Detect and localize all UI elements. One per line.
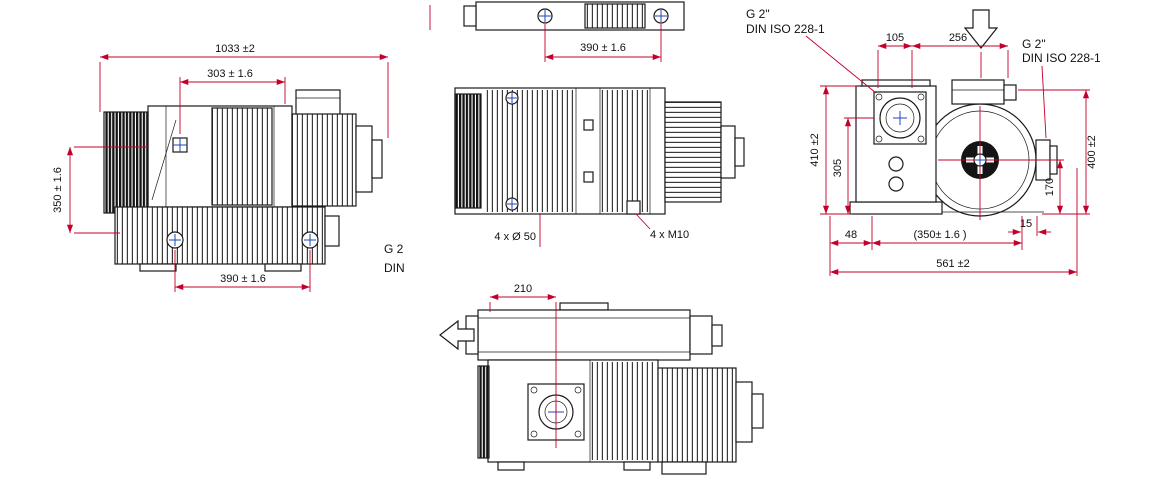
dim-105-label: 105 xyxy=(886,32,904,44)
rear-outline xyxy=(465,302,764,475)
dim-350-front: (350± 1.6 ) xyxy=(871,216,1023,250)
threads-label: 4 x M10 xyxy=(650,229,689,241)
dim-350: 350 ± 1.6 xyxy=(52,146,148,234)
view-top: 390 ± 1.6 4 x Ø 50 4 x M10 G 2 DIN xyxy=(384,1,745,275)
side-pump-outline xyxy=(103,89,383,272)
port-clipped-line2: DIN xyxy=(384,261,405,275)
dim-390-side-label: 390 ± 1.6 xyxy=(220,273,266,285)
dim-105: 105 xyxy=(877,32,913,88)
callout-port-left: G 2" DIN ISO 228-1 xyxy=(746,7,877,94)
view-rear-side: 210 xyxy=(439,283,764,475)
dim-350-label: 350 ± 1.6 xyxy=(52,167,64,213)
dim-561-label: 561 ±2 xyxy=(936,258,970,270)
dim-390-side: 390 ± 1.6 xyxy=(174,250,311,292)
flow-direction-arrow-left xyxy=(439,319,475,351)
callout-port-right-line1: G 2" xyxy=(1022,37,1046,51)
dim-400: 400 ±2 xyxy=(1018,89,1098,215)
dim-48-label: 48 xyxy=(845,229,857,241)
side-centermarks xyxy=(169,138,316,246)
dim-390-top: 390 ± 1.6 xyxy=(544,24,662,62)
callout-threads: 4 x M10 xyxy=(635,213,689,241)
dim-303-label: 303 ± 1.6 xyxy=(207,68,253,80)
dim-15: 15 xyxy=(1008,216,1051,236)
callout-port-left-line2: DIN ISO 228-1 xyxy=(746,22,825,36)
dim-350-front-label: (350± 1.6 ) xyxy=(913,229,966,241)
view-side-left: 1033 ±2 303 ± 1.6 350 ± 1.6 390 ± 1.6 xyxy=(52,43,389,292)
dim-1033: 1033 ±2 xyxy=(99,43,389,138)
front-outline xyxy=(849,79,1058,217)
callout-holes: 4 x Ø 50 xyxy=(494,214,541,247)
dim-170-label: 170 xyxy=(1044,178,1056,196)
view-front: G 2" DIN ISO 228-1 G 2" DIN ISO 228-1 10… xyxy=(746,7,1101,276)
callout-port-right: G 2" DIN ISO 228-1 xyxy=(1022,37,1101,139)
top-partial-strip xyxy=(463,1,685,31)
dim-210: 210 xyxy=(489,283,557,448)
dim-561: 561 ±2 xyxy=(829,168,1078,276)
port-label-clipped: G 2 DIN xyxy=(384,242,405,275)
dim-410-label: 410 ±2 xyxy=(809,133,821,167)
dim-170: 170 xyxy=(1044,159,1064,215)
dim-400-label: 400 ±2 xyxy=(1086,135,1098,169)
front-centermarks xyxy=(893,111,985,165)
top-body-outline xyxy=(454,87,745,215)
dim-256: 256 xyxy=(911,32,1009,78)
dim-410: 410 ±2 xyxy=(809,85,858,215)
dim-15-label: 15 xyxy=(1020,218,1032,230)
port-clipped-line1: G 2 xyxy=(384,242,404,256)
dim-305: 305 xyxy=(832,117,874,215)
dim-210-label: 210 xyxy=(514,283,532,295)
flow-direction-arrow-down xyxy=(963,9,999,49)
dim-256-label: 256 xyxy=(949,32,967,44)
callout-port-right-line2: DIN ISO 228-1 xyxy=(1022,51,1101,65)
holes-label: 4 x Ø 50 xyxy=(494,231,536,243)
dim-390-top-label: 390 ± 1.6 xyxy=(580,42,626,54)
callout-port-left-line1: G 2" xyxy=(746,7,770,21)
dim-303: 303 ± 1.6 xyxy=(179,68,286,134)
dim-1033-label: 1033 ±2 xyxy=(215,43,255,55)
dim-305-label: 305 xyxy=(832,159,844,177)
dim-48: 48 xyxy=(829,216,873,276)
